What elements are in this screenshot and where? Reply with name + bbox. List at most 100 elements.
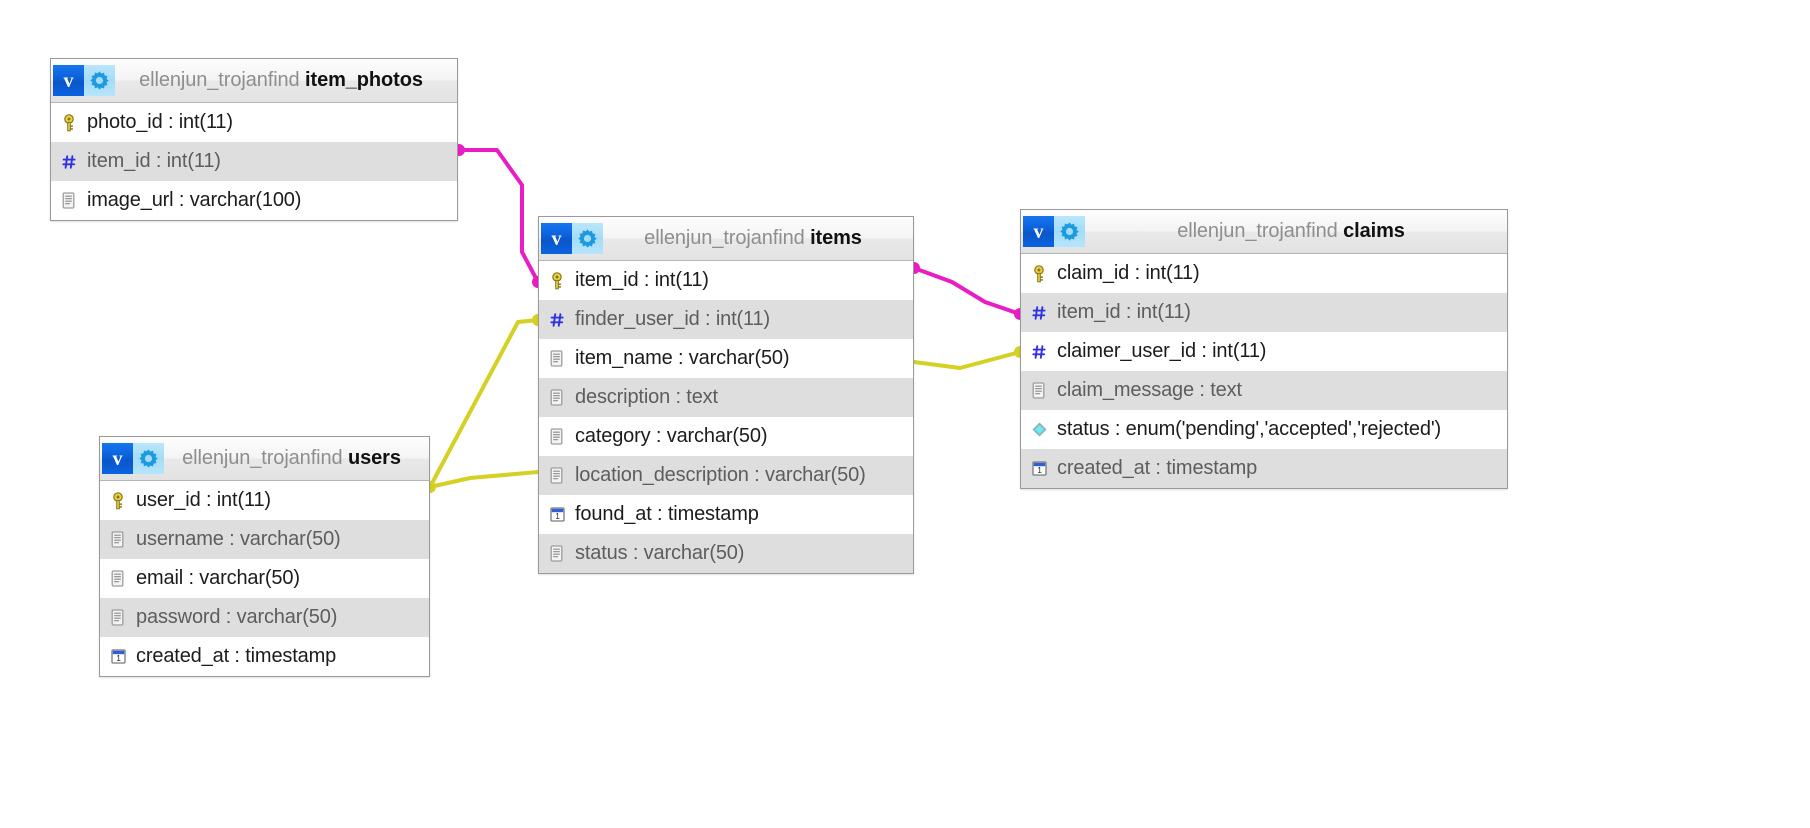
column-label: user_id : int(11)	[136, 489, 271, 511]
svg-text:1: 1	[555, 512, 560, 521]
document-icon	[548, 466, 566, 486]
column-row[interactable]: claimer_user_id : int(11)	[1021, 332, 1507, 371]
table-item-photos[interactable]: v ellenjun_trojanfind item_photos photo_id…	[50, 58, 458, 221]
header-badges: v	[53, 65, 115, 96]
document-icon	[111, 570, 124, 587]
column-row[interactable]: category : varchar(50)	[539, 417, 913, 456]
column-label: location_description : varchar(50)	[575, 464, 866, 486]
document-icon	[548, 427, 566, 447]
hash-icon	[1030, 303, 1048, 323]
document-icon	[550, 545, 563, 562]
column-label: claim_id : int(11)	[1057, 262, 1200, 284]
hash-icon	[61, 154, 76, 169]
gear-icon	[139, 449, 158, 468]
column-label: item_id : int(11)	[575, 269, 709, 291]
column-label: created_at : timestamp	[136, 645, 337, 667]
document-icon	[62, 192, 75, 209]
gear-icon[interactable]	[1054, 216, 1085, 247]
header-badges: v	[1023, 216, 1085, 247]
calendar-icon: 1	[549, 507, 565, 522]
table-title-claims: ellenjun_trojanfind claims	[1085, 220, 1507, 243]
column-row[interactable]: finder_user_id : int(11)	[539, 300, 913, 339]
column-label: photo_id : int(11)	[87, 111, 233, 133]
key-icon	[1030, 264, 1048, 284]
column-row[interactable]: username : varchar(50)	[100, 520, 429, 559]
document-icon	[109, 569, 127, 589]
header-badges: v	[102, 443, 164, 474]
table-header-item_photos[interactable]: v ellenjun_trojanfind item_photos	[51, 59, 457, 103]
column-row[interactable]: email : varchar(50)	[100, 559, 429, 598]
column-row[interactable]: password : varchar(50)	[100, 598, 429, 637]
column-row[interactable]: item_id : int(11)	[539, 261, 913, 300]
column-label: category : varchar(50)	[575, 425, 768, 447]
document-icon	[548, 544, 566, 564]
diamond-icon	[1030, 420, 1048, 440]
document-icon	[111, 609, 124, 626]
column-row[interactable]: claim_message : text	[1021, 371, 1507, 410]
column-row[interactable]: claim_id : int(11)	[1021, 254, 1507, 293]
v-badge-icon: v	[53, 65, 84, 96]
gear-icon[interactable]	[572, 223, 603, 254]
gear-icon[interactable]	[84, 65, 115, 96]
calendar-icon: 1	[1031, 461, 1047, 476]
document-icon	[1032, 382, 1045, 399]
hash-icon	[548, 310, 566, 330]
table-title-users: ellenjun_trojanfind users	[164, 447, 429, 470]
column-row[interactable]: item_id : int(11)	[1021, 293, 1507, 332]
table-title-items: ellenjun_trojanfind items	[603, 227, 913, 250]
table-name: items	[810, 227, 862, 249]
document-icon	[1030, 381, 1048, 401]
schema-name: ellenjun_trojanfind	[644, 227, 811, 249]
hash-icon	[60, 152, 78, 172]
document-icon	[550, 428, 563, 445]
relationship-items-claims	[908, 262, 1026, 320]
document-icon	[548, 349, 566, 369]
schema-name: ellenjun_trojanfind	[139, 69, 306, 91]
document-icon	[550, 350, 563, 367]
calendar-icon: 1	[1030, 459, 1048, 479]
column-row[interactable]: photo_id : int(11)	[51, 103, 457, 142]
gear-icon[interactable]	[133, 443, 164, 474]
schema-name: ellenjun_trojanfind	[1177, 220, 1344, 242]
table-header-users[interactable]: v ellenjun_trojanfind users	[100, 437, 429, 481]
column-label: claimer_user_id : int(11)	[1057, 340, 1267, 362]
document-icon	[109, 608, 127, 628]
column-row[interactable]: user_id : int(11)	[100, 481, 429, 520]
column-label: found_at : timestamp	[575, 503, 759, 525]
column-label: item_name : varchar(50)	[575, 347, 790, 369]
table-name: item_photos	[305, 69, 423, 91]
column-label: image_url : varchar(100)	[87, 189, 302, 211]
column-row[interactable]: description : text	[539, 378, 913, 417]
table-title-item_photos: ellenjun_trojanfind item_photos	[115, 69, 457, 92]
column-row[interactable]: location_description : varchar(50)	[539, 456, 913, 495]
v-badge-icon: v	[102, 443, 133, 474]
table-users[interactable]: v ellenjun_trojanfind users user_id : int(…	[99, 436, 430, 677]
header-badges: v	[541, 223, 603, 254]
column-row[interactable]: status : varchar(50)	[539, 534, 913, 573]
hash-icon	[1031, 305, 1046, 320]
hash-icon	[1031, 344, 1046, 359]
document-icon	[550, 467, 563, 484]
calendar-icon: 1	[548, 505, 566, 525]
column-row[interactable]: status : enum('pending','accepted','reje…	[1021, 410, 1507, 449]
table-name: claims	[1343, 220, 1405, 242]
column-row[interactable]: item_name : varchar(50)	[539, 339, 913, 378]
svg-text:1: 1	[1037, 466, 1042, 475]
hash-icon	[1030, 342, 1048, 362]
column-row[interactable]: item_id : int(11)	[51, 142, 457, 181]
schema-name: ellenjun_trojanfind	[182, 447, 349, 469]
column-row[interactable]: image_url : varchar(100)	[51, 181, 457, 220]
document-icon	[60, 191, 78, 211]
column-label: item_id : int(11)	[1057, 301, 1191, 323]
column-label: description : text	[575, 386, 718, 408]
document-icon	[111, 531, 124, 548]
column-row[interactable]: 1 found_at : timestamp	[539, 495, 913, 534]
key-icon	[113, 491, 123, 509]
